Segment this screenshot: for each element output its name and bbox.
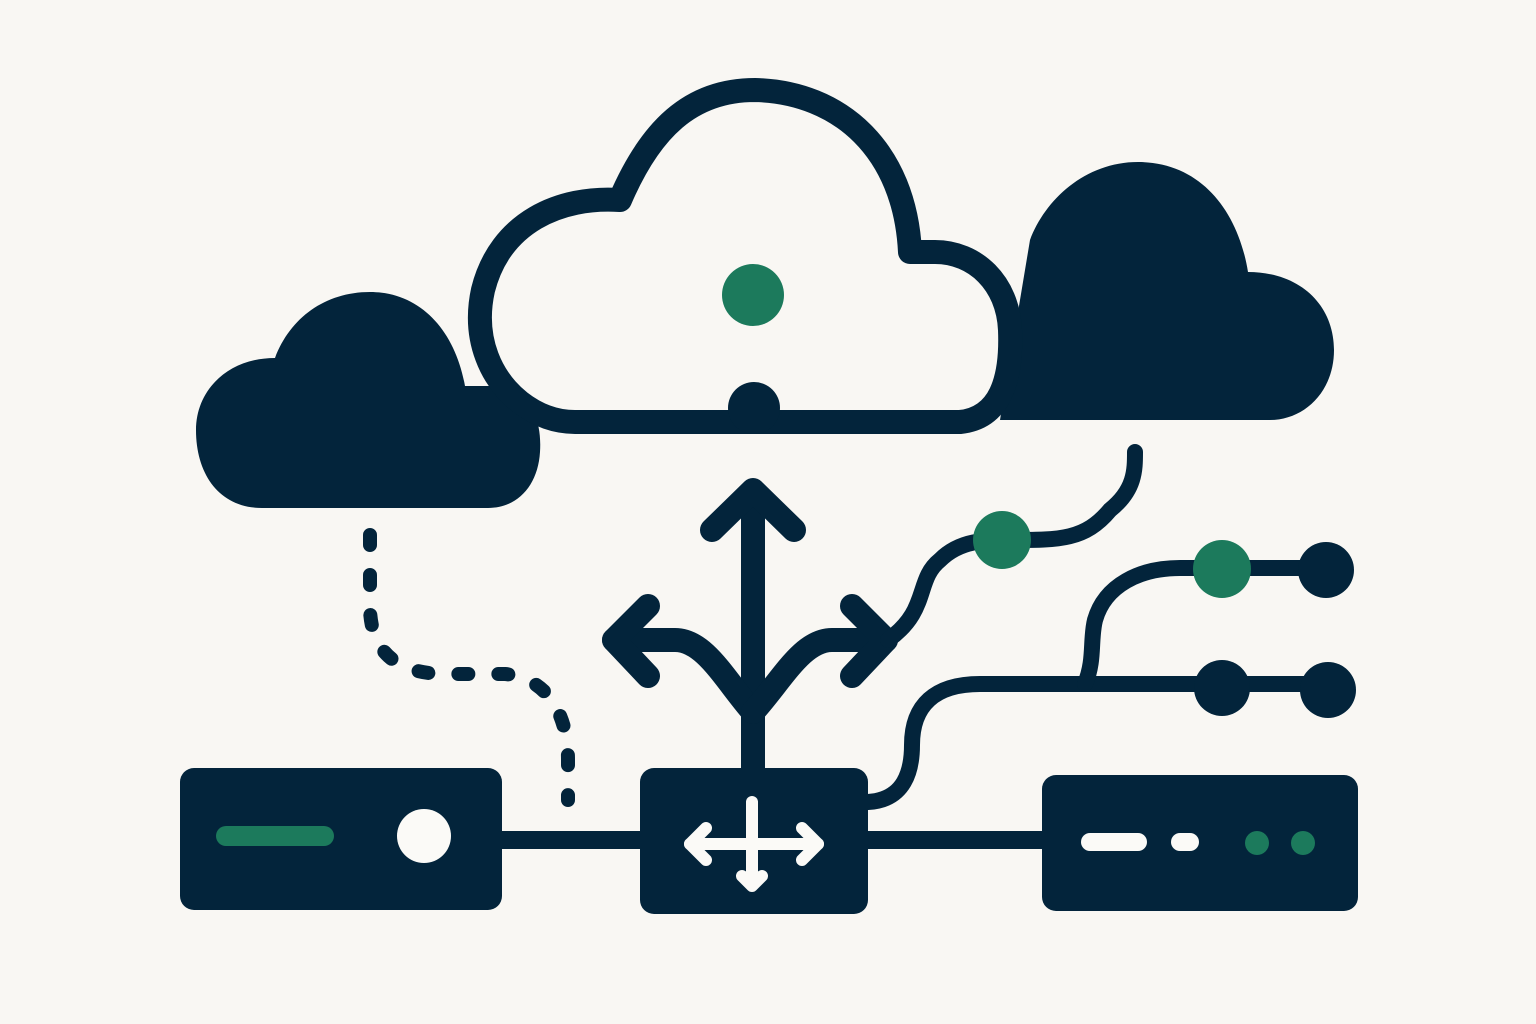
route-node-end-bottom — [1300, 662, 1356, 718]
router-center-icon — [640, 768, 868, 914]
server-right-slot-short — [1171, 833, 1199, 851]
node-curve-lines-icon — [860, 444, 1333, 810]
server-right-led-1 — [1245, 831, 1269, 855]
server-right-led-2 — [1291, 831, 1315, 855]
route-node-green-top — [973, 511, 1031, 569]
server-left-status-bar — [216, 826, 334, 846]
router-cross-arrows-icon — [684, 796, 824, 892]
cloud-center-outline-icon — [467, 78, 1023, 434]
route-node-end-top — [1298, 542, 1354, 598]
cloud-anchor-dot-icon — [728, 382, 780, 434]
cloud-status-dot-icon — [722, 264, 784, 326]
dashed-link-icon — [363, 528, 575, 807]
cloud-right-filled-icon — [1000, 162, 1334, 420]
server-right-slot-long — [1081, 833, 1147, 851]
route-node-green-middle — [1193, 540, 1251, 598]
branching-arrows-icon — [602, 478, 898, 782]
server-left-power-button — [397, 809, 451, 863]
server-right-icon — [1042, 775, 1358, 911]
route-node-mid-bottom — [1194, 660, 1250, 716]
server-left-icon — [180, 768, 502, 910]
cloud-left-filled-icon — [196, 292, 541, 508]
